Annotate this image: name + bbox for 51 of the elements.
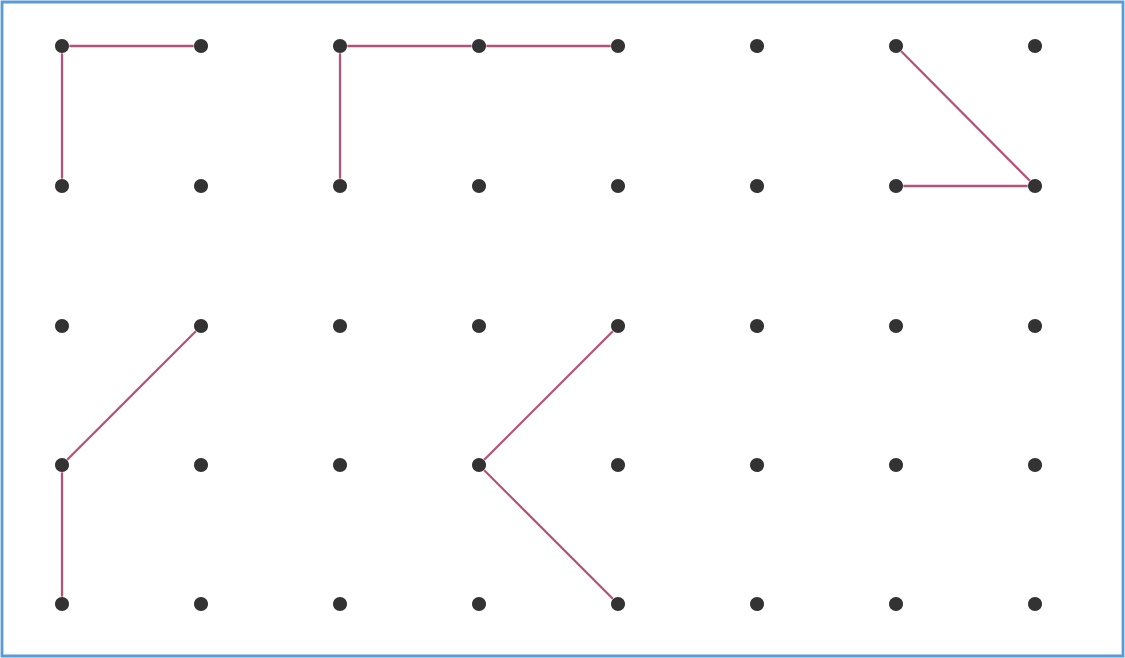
dot [1028,39,1042,53]
dot [194,597,208,611]
line-segment [486,44,611,48]
dot [889,597,903,611]
dot [611,597,625,611]
dot [55,458,69,472]
dot [472,39,486,53]
dot [333,39,347,53]
dot [1028,319,1042,333]
line-segment [483,469,614,600]
line-segment [60,53,64,179]
line-segment [338,53,342,179]
line-segment [60,472,64,597]
line-segment [347,44,472,48]
dot [55,319,69,333]
line-segment [69,44,194,48]
dot [611,179,625,193]
dot [194,179,208,193]
dot [333,597,347,611]
line-segment [66,330,197,461]
line-segment [903,184,1028,188]
dot [750,39,764,53]
dot [472,458,486,472]
dot [472,319,486,333]
dot [611,39,625,53]
dot [611,458,625,472]
dot [55,179,69,193]
dot [750,179,764,193]
dot [194,458,208,472]
dot [194,39,208,53]
dot [333,319,347,333]
dot [333,458,347,472]
line-segment [483,330,614,461]
dot [333,179,347,193]
dot [611,319,625,333]
dot [472,597,486,611]
dot [194,319,208,333]
dot [889,39,903,53]
dot [889,179,903,193]
dot [750,458,764,472]
dot [55,597,69,611]
dot [472,179,486,193]
dot [750,319,764,333]
dot [1028,597,1042,611]
dot [889,319,903,333]
dot [55,39,69,53]
dot [1028,458,1042,472]
line-segment [900,50,1031,182]
dot [889,458,903,472]
dot [750,597,764,611]
dot [1028,179,1042,193]
